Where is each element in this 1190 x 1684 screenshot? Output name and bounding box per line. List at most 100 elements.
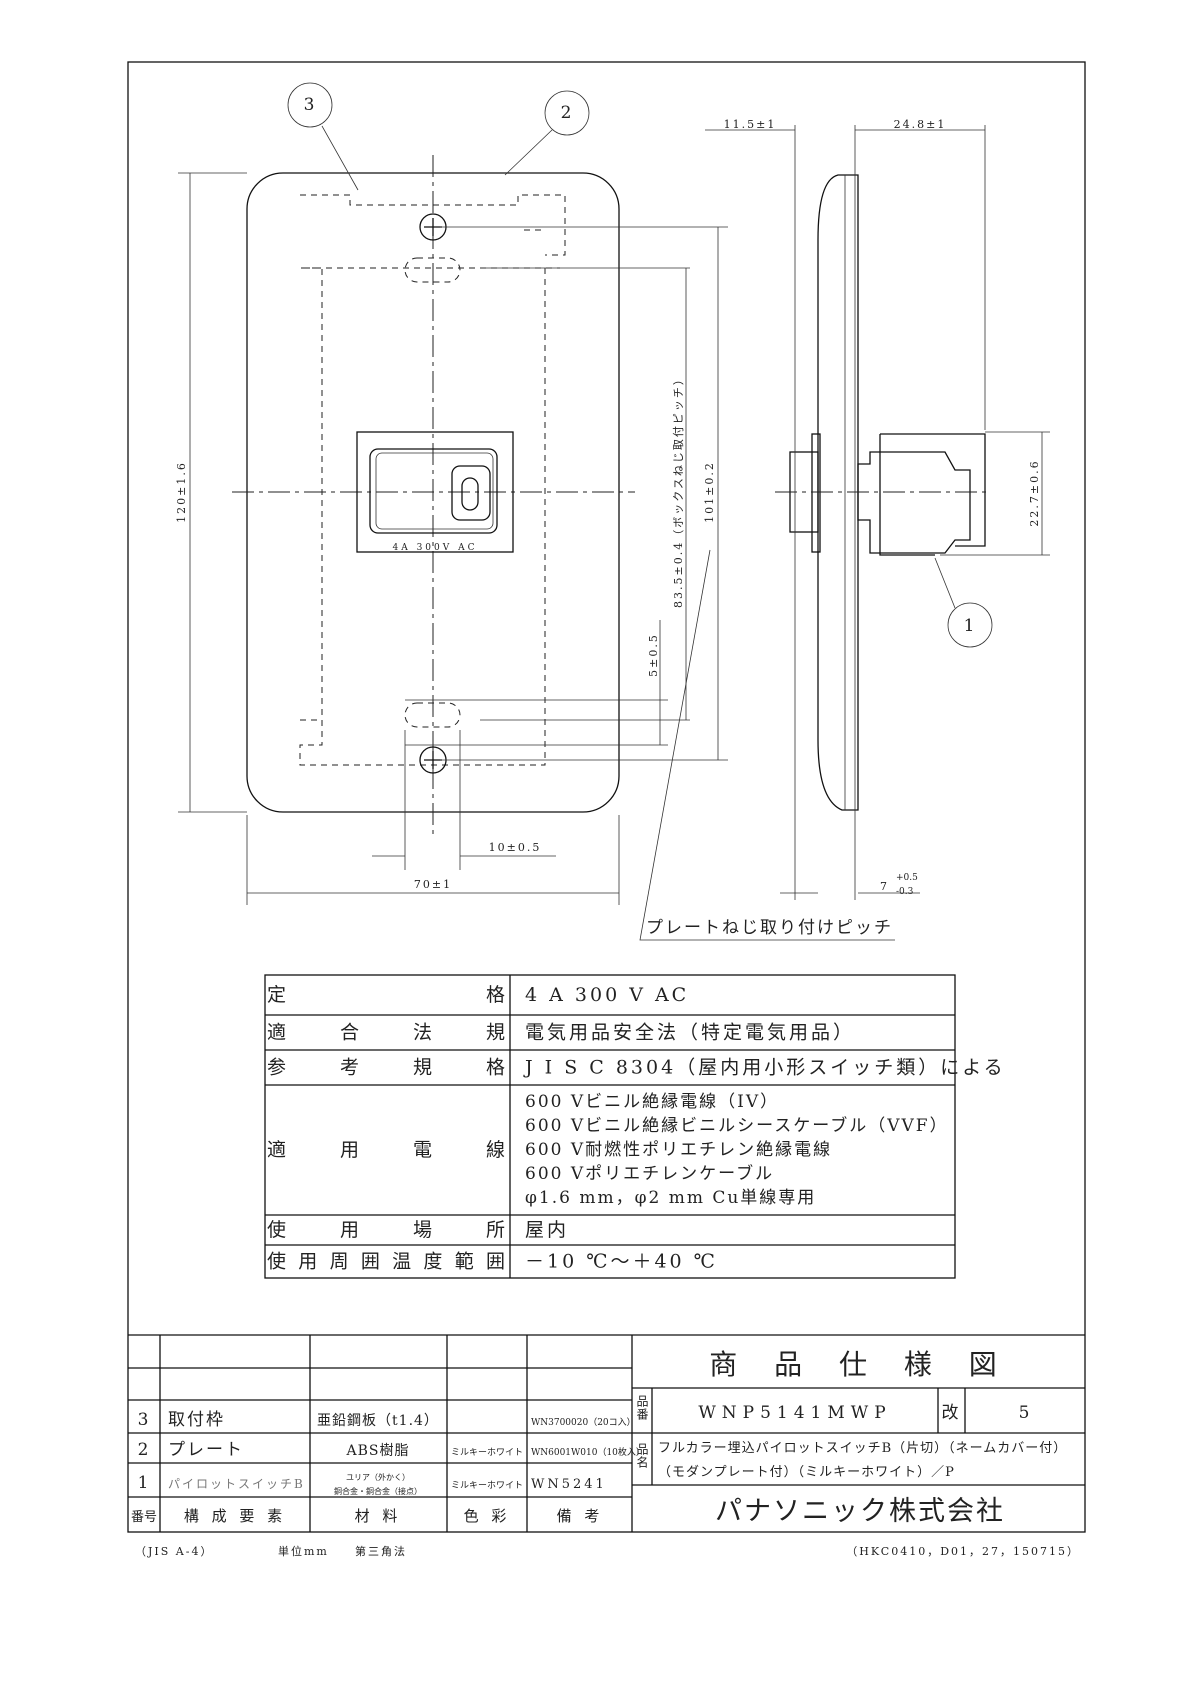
unit-note: 単位mm xyxy=(278,1544,329,1558)
spec-label-char: 温 xyxy=(392,1251,414,1273)
spec-value: 電気用品安全法（特定電気用品） xyxy=(525,1022,855,1044)
spec-label-char: 考 xyxy=(340,1057,362,1079)
company-name: パナソニック株式会社 xyxy=(715,1496,1005,1527)
spec-label-char: 囲 xyxy=(486,1251,508,1273)
revision-number: 5 xyxy=(1019,1403,1032,1423)
spec-label-char: 格 xyxy=(486,1057,508,1079)
spec-label-char: 線 xyxy=(486,1139,508,1161)
dim-depth-front: 11.5±1 xyxy=(724,118,777,131)
dim-depth-back: 24.8±1 xyxy=(894,118,947,131)
spec-label-char: 電 xyxy=(413,1139,435,1161)
spec-label-char: 囲 xyxy=(361,1251,383,1273)
part-note-cell: WN3700020（20コ入） xyxy=(531,1417,636,1428)
box-screw-slot-top xyxy=(404,257,461,283)
parts-table-header: 番号 xyxy=(131,1510,157,1525)
spec-label-char: 格 xyxy=(486,984,508,1006)
dim-offset: 5±0.5 xyxy=(647,633,660,677)
part-name-cell: 取付枠 xyxy=(168,1410,225,1430)
switch-module-side xyxy=(857,451,971,554)
part-name-cell: パイロットスイッチB xyxy=(168,1477,305,1491)
parts-table-header: 材 料 xyxy=(355,1507,402,1525)
dim-width: 70±1 xyxy=(414,878,452,891)
product-name-line1: フルカラー埋込パイロットスイッチB（片切）（ネームカバー付） xyxy=(658,1441,1067,1456)
side-view: 11.5±1 24.8±1 22.7±0.6 7 +0.5 -0.3 1 xyxy=(705,118,1050,900)
spec-value: －10 ℃～＋40 ℃ xyxy=(525,1251,718,1273)
spec-label-char: 場 xyxy=(413,1219,435,1241)
document-code: （HKC0410，D01，27，150715） xyxy=(846,1545,1080,1558)
projection-note: 第三角法 xyxy=(355,1544,407,1558)
parts-table-header: 色 彩 xyxy=(464,1507,511,1525)
spec-label-char: 規 xyxy=(486,1022,508,1044)
spec-value: φ1.6 mm，φ2 mm Cu単線専用 xyxy=(525,1188,816,1208)
product-name-line2: （モダンプレート付）（ミルキーホワイト）／P xyxy=(658,1465,955,1480)
spec-value: 屋内 xyxy=(525,1219,569,1241)
switch-handle xyxy=(369,448,498,534)
spec-label-char: 規 xyxy=(413,1057,435,1079)
spec-value: J I S C 8304（屋内用小形スイッチ類）による xyxy=(523,1057,1006,1079)
part-material-cell: 亜鉛鋼板（t1.4） xyxy=(317,1413,439,1429)
pitch-note: プレートねじ取り付けピッチ xyxy=(646,918,893,938)
balloon-3: 3 xyxy=(304,95,317,115)
spec-label-char: 使 xyxy=(267,1219,289,1241)
dim-frame-pitch: 101±0.2 xyxy=(703,461,716,523)
dim-box-pitch: 83.5±0.4（ボックスねじ取付ピッチ） xyxy=(672,372,685,608)
part-material-cell: ユリア（外かく） xyxy=(346,1472,410,1482)
box-screw-slot-bottom xyxy=(404,702,461,728)
title-block: 商 品 仕 様 図 品番 WNP5141MWP 改 5 品名 フルカラー埋込パイ… xyxy=(632,1334,1085,1527)
spec-label-char: 度 xyxy=(423,1251,445,1273)
spec-label-char: 範 xyxy=(455,1251,477,1273)
spec-value: 600 Vビニル絶縁ビニルシースケーブル（VVF） xyxy=(525,1115,949,1136)
plate-side-profile xyxy=(817,174,859,811)
dim-hole: 10±0.5 xyxy=(489,841,542,854)
dim-module-height: 22.7±0.6 xyxy=(1028,459,1041,526)
part-number-cell: 3 xyxy=(138,1410,151,1430)
spec-value: 600 Vポリエチレンケーブル xyxy=(525,1163,774,1184)
part-note-cell: WN6001W010（10枚入） xyxy=(531,1446,645,1458)
spec-label-char: 参 xyxy=(267,1057,289,1079)
spec-label-char: 法 xyxy=(413,1022,435,1044)
spec-value: 600 V耐燃性ポリエチレン絶縁電線 xyxy=(525,1140,832,1160)
spec-label-char: 定 xyxy=(267,984,289,1006)
part-material-cell: ABS樹脂 xyxy=(346,1443,410,1459)
spec-label-char: 合 xyxy=(340,1022,362,1044)
parts-table-header: 構 成 要 素 xyxy=(184,1507,286,1525)
part-color-cell: ミルキーホワイト xyxy=(451,1480,523,1491)
drawing-title: 商 品 仕 様 図 xyxy=(709,1348,1011,1381)
part-material-cell-2: 銅合金・銅合金（接点） xyxy=(334,1486,422,1496)
spec-label-char: 所 xyxy=(486,1219,508,1241)
spec-value: 4 A 300 V AC xyxy=(525,984,689,1006)
front-view: 4A 300V AC 120±1.6 70±1 10±0.5 101±0.2 8… xyxy=(175,82,895,941)
hidden-line xyxy=(300,229,560,721)
product-name-label: 品名 xyxy=(635,1443,649,1469)
sheet-frame xyxy=(127,61,1086,1533)
part-color-cell: ミルキーホワイト xyxy=(451,1447,523,1458)
spec-label-char: 適 xyxy=(267,1022,289,1044)
balloon-2: 2 xyxy=(561,103,574,123)
spec-value: 600 Vビニル絶縁電線（IV） xyxy=(525,1092,779,1112)
parts-table-header: 備 考 xyxy=(557,1507,604,1525)
switch-rating-print: 4A 300V AC xyxy=(392,543,477,553)
part-number-cell: 1 xyxy=(138,1473,151,1493)
spec-label-char: 周 xyxy=(330,1251,352,1273)
spec-label-char: 用 xyxy=(340,1139,362,1161)
switch-body xyxy=(356,431,514,553)
revision-label: 改 xyxy=(942,1403,961,1423)
dim-plate-tol-lower: -0.3 xyxy=(896,887,914,897)
dim-plate-tol-upper: +0.5 xyxy=(896,873,918,883)
dim-plate-thickness: 7 xyxy=(880,880,889,893)
pilot-lamp-window xyxy=(451,465,491,521)
balloon-1: 1 xyxy=(964,616,977,636)
part-no-label: 品番 xyxy=(635,1395,649,1421)
spec-label-char: 用 xyxy=(298,1251,320,1273)
part-number-cell: 2 xyxy=(138,1440,151,1460)
spec-label-char: 使 xyxy=(267,1251,289,1273)
spec-label-char: 用 xyxy=(340,1219,362,1241)
part-number: WNP5141MWP xyxy=(698,1403,891,1423)
paper-size: （JIS A-4） xyxy=(135,1545,213,1558)
mounting-frame-hidden xyxy=(299,194,566,766)
spec-label-char: 適 xyxy=(267,1139,289,1161)
